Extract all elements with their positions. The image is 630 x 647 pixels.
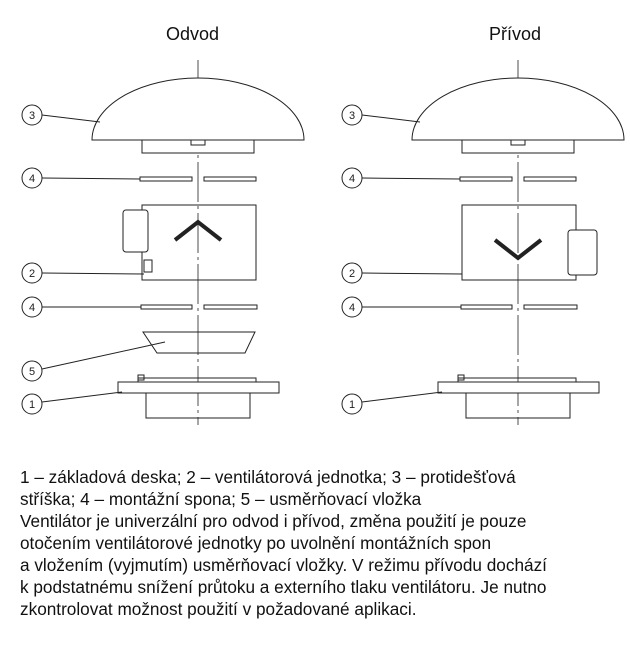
label-clip: 4 [29,173,35,185]
insert-part [142,331,256,354]
fan-unit [141,204,257,281]
label-base: 1 [349,399,355,411]
caption-line: 1 – základová deska; 2 – ventilátorová j… [20,467,516,487]
caption-line: stříška; 4 – montážní spona; 5 – usměrňo… [20,489,422,509]
exploded-diagram: 3 4 2 4 5 1 3 4 2 4 1 [21,60,625,425]
caption-line: zkontrolovat možnost použití v požadovan… [20,599,417,619]
caption-line: Ventilátor je univerzální pro odvod i př… [20,511,527,531]
caption: 1 – základová deska; 2 – ventilátorová j… [20,466,630,620]
label-roof: 3 [29,110,35,122]
diagram-privod [341,60,625,425]
caption-line: k podstatnému snížení průtoku a externíh… [20,577,547,597]
label-fan: 2 [349,268,355,280]
label-base: 1 [29,399,35,411]
label-clip: 4 [349,173,355,185]
title-privod: Přívod [489,24,542,44]
caption-line: a vložením (vyjmutím) usměrňovací vložky… [20,555,547,575]
label-fan: 2 [29,268,35,280]
label-roof: 3 [349,110,355,122]
roof-part [91,77,305,141]
diagram-odvod [21,60,305,425]
caption-line: otočením ventilátorové jednotky po uvoln… [20,533,492,553]
label-insert: 5 [29,366,35,378]
label-clip: 4 [349,302,355,314]
title-odvod: Odvod [166,24,220,44]
label-clip: 4 [29,302,35,314]
